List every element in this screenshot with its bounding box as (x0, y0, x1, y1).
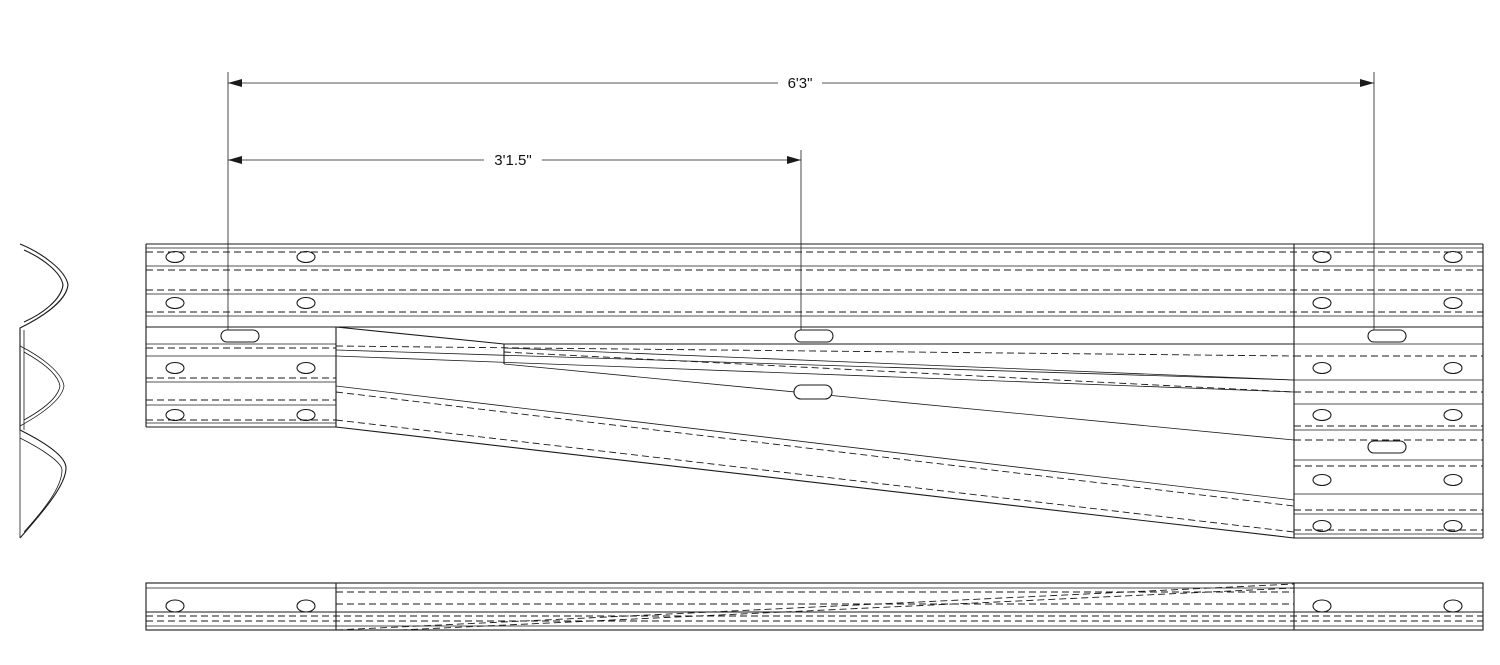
bolt-hole (1443, 473, 1463, 487)
plan-view (145, 243, 1484, 539)
bolt-hole (1312, 250, 1332, 264)
dimension-overall: 6'3" (227, 72, 1375, 338)
dimension-partial-label: 3'1.5" (494, 152, 531, 169)
bolt-hole (1312, 408, 1332, 422)
bolt-hole (296, 250, 316, 264)
elevation-view (145, 582, 1484, 631)
bolt-hole (165, 296, 185, 310)
bolt-hole (1443, 250, 1463, 264)
upper-rail-bands (146, 243, 1483, 328)
bolt-hole (296, 361, 316, 375)
tapered-transition (335, 326, 1295, 539)
bolt-hole (296, 296, 316, 310)
left-lower-bands (145, 244, 337, 428)
bolt-hole (1312, 519, 1332, 533)
bolt-holes (165, 250, 1463, 533)
bolt-hole (296, 408, 316, 422)
bolt-hole (165, 408, 185, 422)
bolt-hole (296, 599, 316, 613)
slot-hole (1367, 329, 1407, 343)
bolt-hole (1443, 519, 1463, 533)
bolt-hole (1312, 599, 1332, 613)
slot-hole (220, 329, 260, 343)
dimension-overall-label: 6'3" (788, 75, 813, 92)
bolt-hole (165, 361, 185, 375)
slot-hole (1367, 440, 1407, 454)
bolt-hole (1443, 361, 1463, 375)
right-lower-bands (1293, 244, 1484, 539)
slot-hole (794, 329, 834, 343)
bolt-hole (165, 250, 185, 264)
w-beam-profile-view (19, 243, 69, 539)
slot-hole (793, 384, 833, 400)
bolt-hole (1312, 296, 1332, 310)
bolt-hole (1443, 296, 1463, 310)
splice-slots (220, 329, 1407, 454)
bolt-hole (1443, 408, 1463, 422)
dimension-partial: 3'1.5" (228, 150, 802, 338)
bolt-hole (1312, 473, 1332, 487)
bolt-hole (1312, 361, 1332, 375)
bolt-hole (165, 599, 185, 613)
bolt-hole (1443, 599, 1463, 613)
